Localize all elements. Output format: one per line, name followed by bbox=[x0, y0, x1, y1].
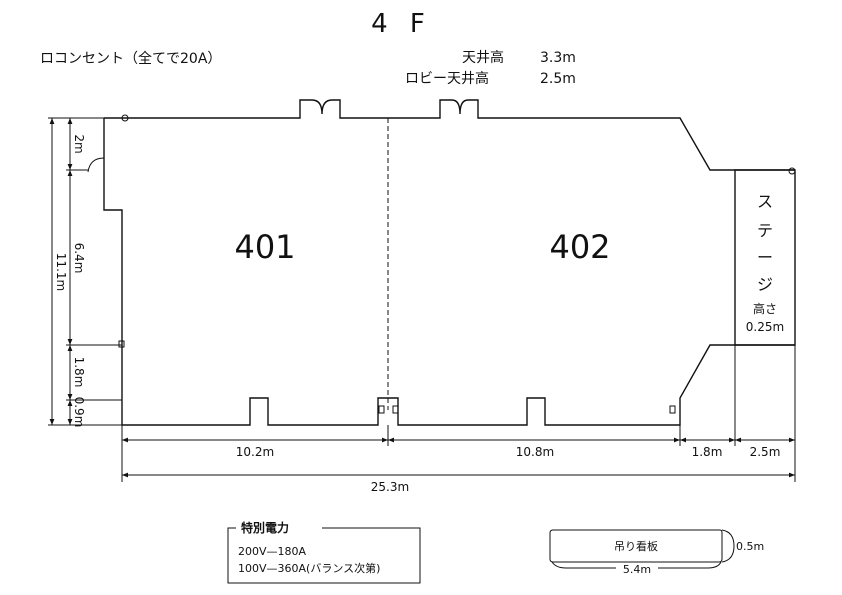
bottom-dimension-label: 2.5m bbox=[750, 445, 781, 459]
room-402-label: 402 bbox=[549, 228, 610, 266]
outlet-legend: ロコンセント（全てで20A） bbox=[40, 50, 221, 67]
left-wall bbox=[103, 118, 123, 425]
stage-char: ジ bbox=[757, 275, 773, 294]
top-wall bbox=[104, 99, 795, 171]
special-power-box bbox=[227, 527, 421, 584]
stage-area bbox=[734, 169, 796, 346]
left-dimension-label: 2m bbox=[72, 134, 86, 153]
hanging-sign-width-line bbox=[658, 561, 722, 569]
stage-char: ス bbox=[757, 192, 773, 211]
bottom-wall bbox=[122, 344, 795, 426]
corner-marker-icon bbox=[121, 114, 129, 122]
left-dimension-label: 1.8m bbox=[72, 357, 86, 388]
bottom-dimension-label: 10.2m bbox=[236, 445, 274, 459]
left-dimension-label: 0.9m bbox=[72, 397, 86, 428]
hanging-sign-width: 5.4m bbox=[623, 563, 651, 576]
left-dimension-label: 6.4m bbox=[72, 243, 86, 274]
stage-char: ー bbox=[757, 248, 773, 267]
stage-char: テ bbox=[757, 221, 773, 240]
outlet-icon bbox=[118, 340, 125, 348]
outlet-icon bbox=[378, 405, 385, 414]
floor-title: 4 F bbox=[371, 9, 425, 39]
hanging-sign-width-line bbox=[551, 561, 616, 569]
special-power-line: 100V—360A(バランス次第) bbox=[238, 561, 380, 575]
stage-height-label: 高さ bbox=[753, 301, 777, 316]
lobby-ceiling-label: ロビー天井高 bbox=[405, 70, 489, 87]
outlet-icon bbox=[392, 405, 399, 414]
special-power-line: 200V—180A bbox=[238, 545, 307, 558]
ceiling-height-label: 天井高 bbox=[462, 49, 504, 66]
special-power-title: 特別電力 bbox=[241, 520, 289, 535]
hanging-sign-height-bracket bbox=[721, 529, 735, 563]
bottom-dimension-label: 1.8m bbox=[692, 445, 723, 459]
hanging-sign-label: 吊り看板 bbox=[614, 539, 658, 553]
lobby-ceiling-value: 2.5m bbox=[540, 71, 576, 87]
bottom-total-dimension: 25.3m bbox=[371, 480, 409, 494]
corner-marker-icon bbox=[788, 167, 796, 175]
hanging-sign-box bbox=[549, 529, 723, 563]
ceiling-height-value: 3.3m bbox=[540, 50, 576, 66]
hanging-sign-height: 0.5m bbox=[736, 540, 764, 553]
left-total-dimension: 11.1m bbox=[54, 253, 68, 291]
room-401-label: 401 bbox=[234, 228, 295, 266]
outlet-icon bbox=[669, 405, 676, 414]
stage-height-value: 0.25m bbox=[746, 320, 784, 334]
bottom-dimension-label: 10.8m bbox=[516, 445, 554, 459]
left-door-arc bbox=[87, 157, 105, 173]
